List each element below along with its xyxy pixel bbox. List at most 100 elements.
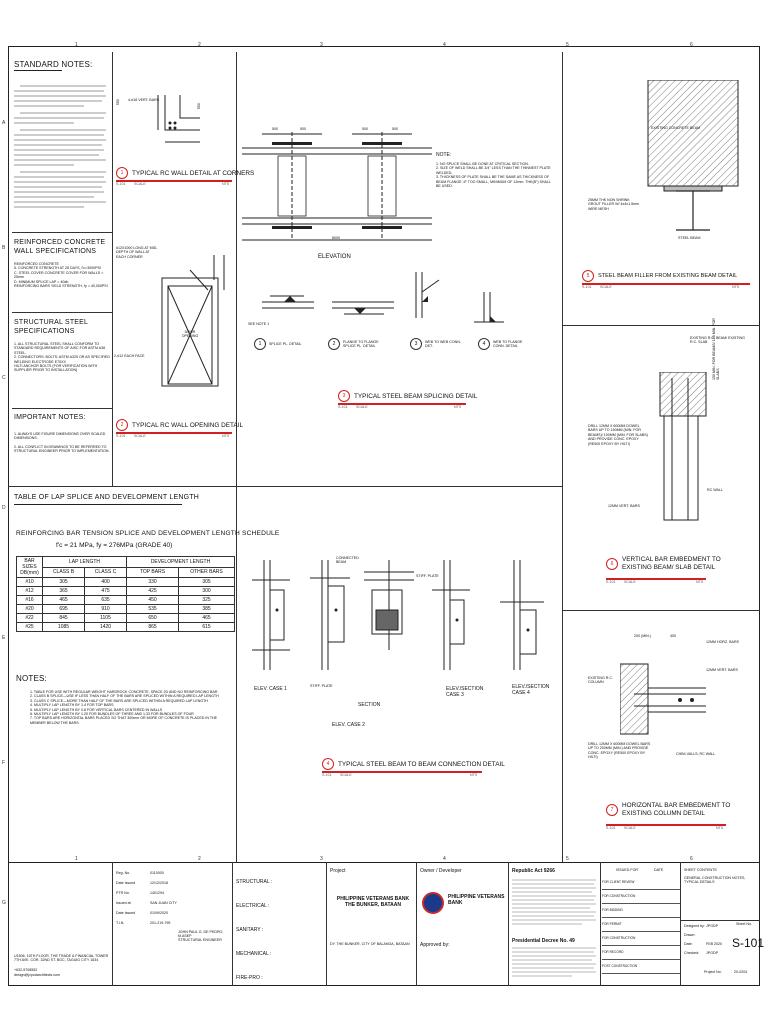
- cell: 1420: [84, 622, 127, 632]
- title-underline: [606, 578, 706, 580]
- header-class-b: CLASS B: [42, 566, 85, 578]
- divider: [562, 52, 563, 862]
- detail-scale-label: SCALE: [134, 182, 146, 186]
- grid-col-2: 2: [198, 42, 201, 48]
- cell: #20: [16, 604, 43, 614]
- detail-2-title-tag: 2 TYPICAL RC WALL OPENING DETAIL: [116, 419, 243, 431]
- structural-steel-body: 1. ALL STRUCTURAL STEEL SHALL CONFORM TO…: [14, 342, 110, 373]
- ra-text: [512, 878, 596, 939]
- lap-table-title: TABLE OF LAP SPLICE AND DEVELOPMENT LENG…: [14, 494, 200, 501]
- case-1-label: ELEV. CASE 1: [254, 686, 287, 692]
- detail-6-label-wall: RC WALL: [707, 488, 723, 492]
- detail-ref: S-101: [322, 773, 332, 777]
- detail-title: HORIZONTAL BAR EMBEDMENT TO EXISTING COL…: [622, 802, 731, 817]
- detail-6-title-tag: 6 VERTICAL BAR EMBEDMENT TO EXISTING BEA…: [606, 556, 732, 572]
- note-line: 5. MULTIPLY LAP LENGTH BY 0.8 FOR VERTIC…: [30, 707, 163, 712]
- detail-6-label-existing: EXISTING R.C. BEAM/ EXISTING R.C. SLAB: [690, 336, 745, 345]
- divider: [562, 610, 760, 611]
- detail-scale-value: NTS: [716, 826, 724, 830]
- spec-line: HILTI ANCHOR BOLTS (FOR VERIFICATION WIT…: [14, 364, 98, 373]
- divider: [12, 232, 112, 233]
- engineer-info-values: 0110000 12/12/2018 1401294 SAN JUAN CITY…: [150, 868, 177, 928]
- tin-label: T.I.N.: [116, 921, 125, 925]
- divider: [236, 52, 237, 486]
- schedule-title: REINFORCING BAR TENSION SPLICE AND DEVEL…: [16, 530, 280, 537]
- detail-scale-label: SCALE: [624, 580, 636, 584]
- detail-4-drawings: [244, 550, 556, 695]
- reg-value: 0110000: [150, 871, 164, 875]
- owner-label: Owner / Developer: [420, 868, 462, 874]
- underline: [14, 504, 182, 505]
- detail-scale-label: SCALE: [340, 773, 352, 777]
- ptr-value: 1401294: [150, 891, 164, 895]
- issued-at-label: Issued at: [116, 901, 131, 905]
- text-lines: [512, 879, 596, 925]
- bank-logo: [422, 892, 444, 914]
- divider: [416, 862, 417, 986]
- note-line: 1. TABLE FOR USE WITH REGULAR WEIGHT HAR…: [30, 690, 218, 694]
- date-value: 01/09/2020: [150, 911, 168, 915]
- header-bar-sizes: BAR SIZES DB(mm): [16, 556, 43, 578]
- detail-ref: S-101: [606, 826, 616, 830]
- cell: 365: [42, 586, 85, 596]
- grid-col-6: 6: [690, 42, 693, 48]
- detail-number: 5: [582, 270, 594, 282]
- cell: 465: [42, 595, 85, 605]
- detail-7-label-horz: 12MM HORZ. BARS: [706, 640, 739, 644]
- detail-2-drawing: [150, 250, 230, 405]
- issued-for-row: FOR CONSTRUCTION: [602, 932, 680, 946]
- detail-1-drawing: [120, 90, 220, 165]
- spec-line: D. MINIMUM SPLICE LAP = 40db: [14, 279, 69, 284]
- grid-row-d: D: [2, 505, 6, 511]
- discipline-electrical: ELECTRICAL :: [236, 903, 270, 909]
- cell: #10: [16, 577, 43, 587]
- grid-col-3: 3: [320, 42, 323, 48]
- detail-4-title-tag: 4 TYPICAL STEEL BEAM TO BEAM CONNECTION …: [322, 758, 505, 770]
- disciplines: STRUCTURAL : ELECTRICAL : SANITARY : MEC…: [236, 870, 272, 990]
- discipline-mechanical: MECHANICAL :: [236, 951, 272, 957]
- detail-7-title-tag: 7 HORIZONTAL BAR EMBEDMENT TO EXISTING C…: [606, 802, 742, 818]
- note-line: 3. THICKNESS OF PLATE SHALL BE THE SAME …: [436, 175, 551, 189]
- note-line: 6. MULTIPLY LAP LENGTH BY 1.20 FOR BUNDL…: [30, 712, 194, 717]
- date-label: Date:: [684, 942, 693, 946]
- grid-col-1: 1: [75, 42, 78, 48]
- issued-for-row: FOR PERMIT: [602, 918, 680, 932]
- grid-col-4: 4: [443, 856, 446, 862]
- divider: [680, 920, 760, 921]
- text-lines: [512, 947, 596, 977]
- divider: [12, 312, 112, 313]
- project-no-label: Project No.: [704, 970, 722, 974]
- beam-connection-svg: [252, 560, 544, 670]
- detail-1-bars-label: 4-#16 VERT. BARS: [128, 98, 160, 102]
- owner-name: PHILIPPINE VETERANS BANK: [448, 894, 505, 906]
- lap-notes-title: NOTES:: [16, 674, 47, 683]
- sheet-number: S-101: [732, 936, 765, 950]
- grid-col-4: 4: [443, 42, 446, 48]
- divider: [12, 408, 112, 409]
- detail-6-drawing: [650, 371, 710, 527]
- detail-title: TYPICAL RC WALL DETAIL AT CORNERS: [132, 169, 255, 177]
- project-no: 20-0204: [734, 970, 748, 974]
- note-line: 2. CLASS B SPLICE—USE IF LESS THAN HALF …: [30, 694, 219, 699]
- splice-notes: 1. NO SPLICE SHALL BE DONE AT CRITICAL S…: [436, 162, 556, 188]
- rc-wall-specs-title: REINFORCED CONCRETE WALL SPECIFICATIONS: [14, 239, 106, 255]
- detail-3-elevation: [242, 118, 432, 263]
- cell: 695: [42, 604, 85, 614]
- sub-detail-1: 1 SPLICE PL. DETAIL: [254, 338, 313, 350]
- stiff-plate-label: STIFF. PLATE: [416, 574, 439, 578]
- reg-label: Reg. No.: [116, 871, 131, 875]
- detail-number: 1: [116, 167, 128, 179]
- grid-col-5: 5: [566, 856, 569, 862]
- cell: 330: [126, 577, 179, 587]
- divider: [8, 486, 562, 487]
- tin-value: 201-219-795: [150, 921, 171, 925]
- detail-scale-value: NTS: [454, 405, 462, 409]
- cell: 650: [126, 613, 179, 623]
- underline: [14, 70, 62, 71]
- detail-title: TYPICAL STEEL BEAM TO BEAM CONNECTION DE…: [338, 760, 505, 768]
- designed-label: Designed by:: [684, 924, 705, 928]
- date-value: FEB 2020: [706, 942, 722, 946]
